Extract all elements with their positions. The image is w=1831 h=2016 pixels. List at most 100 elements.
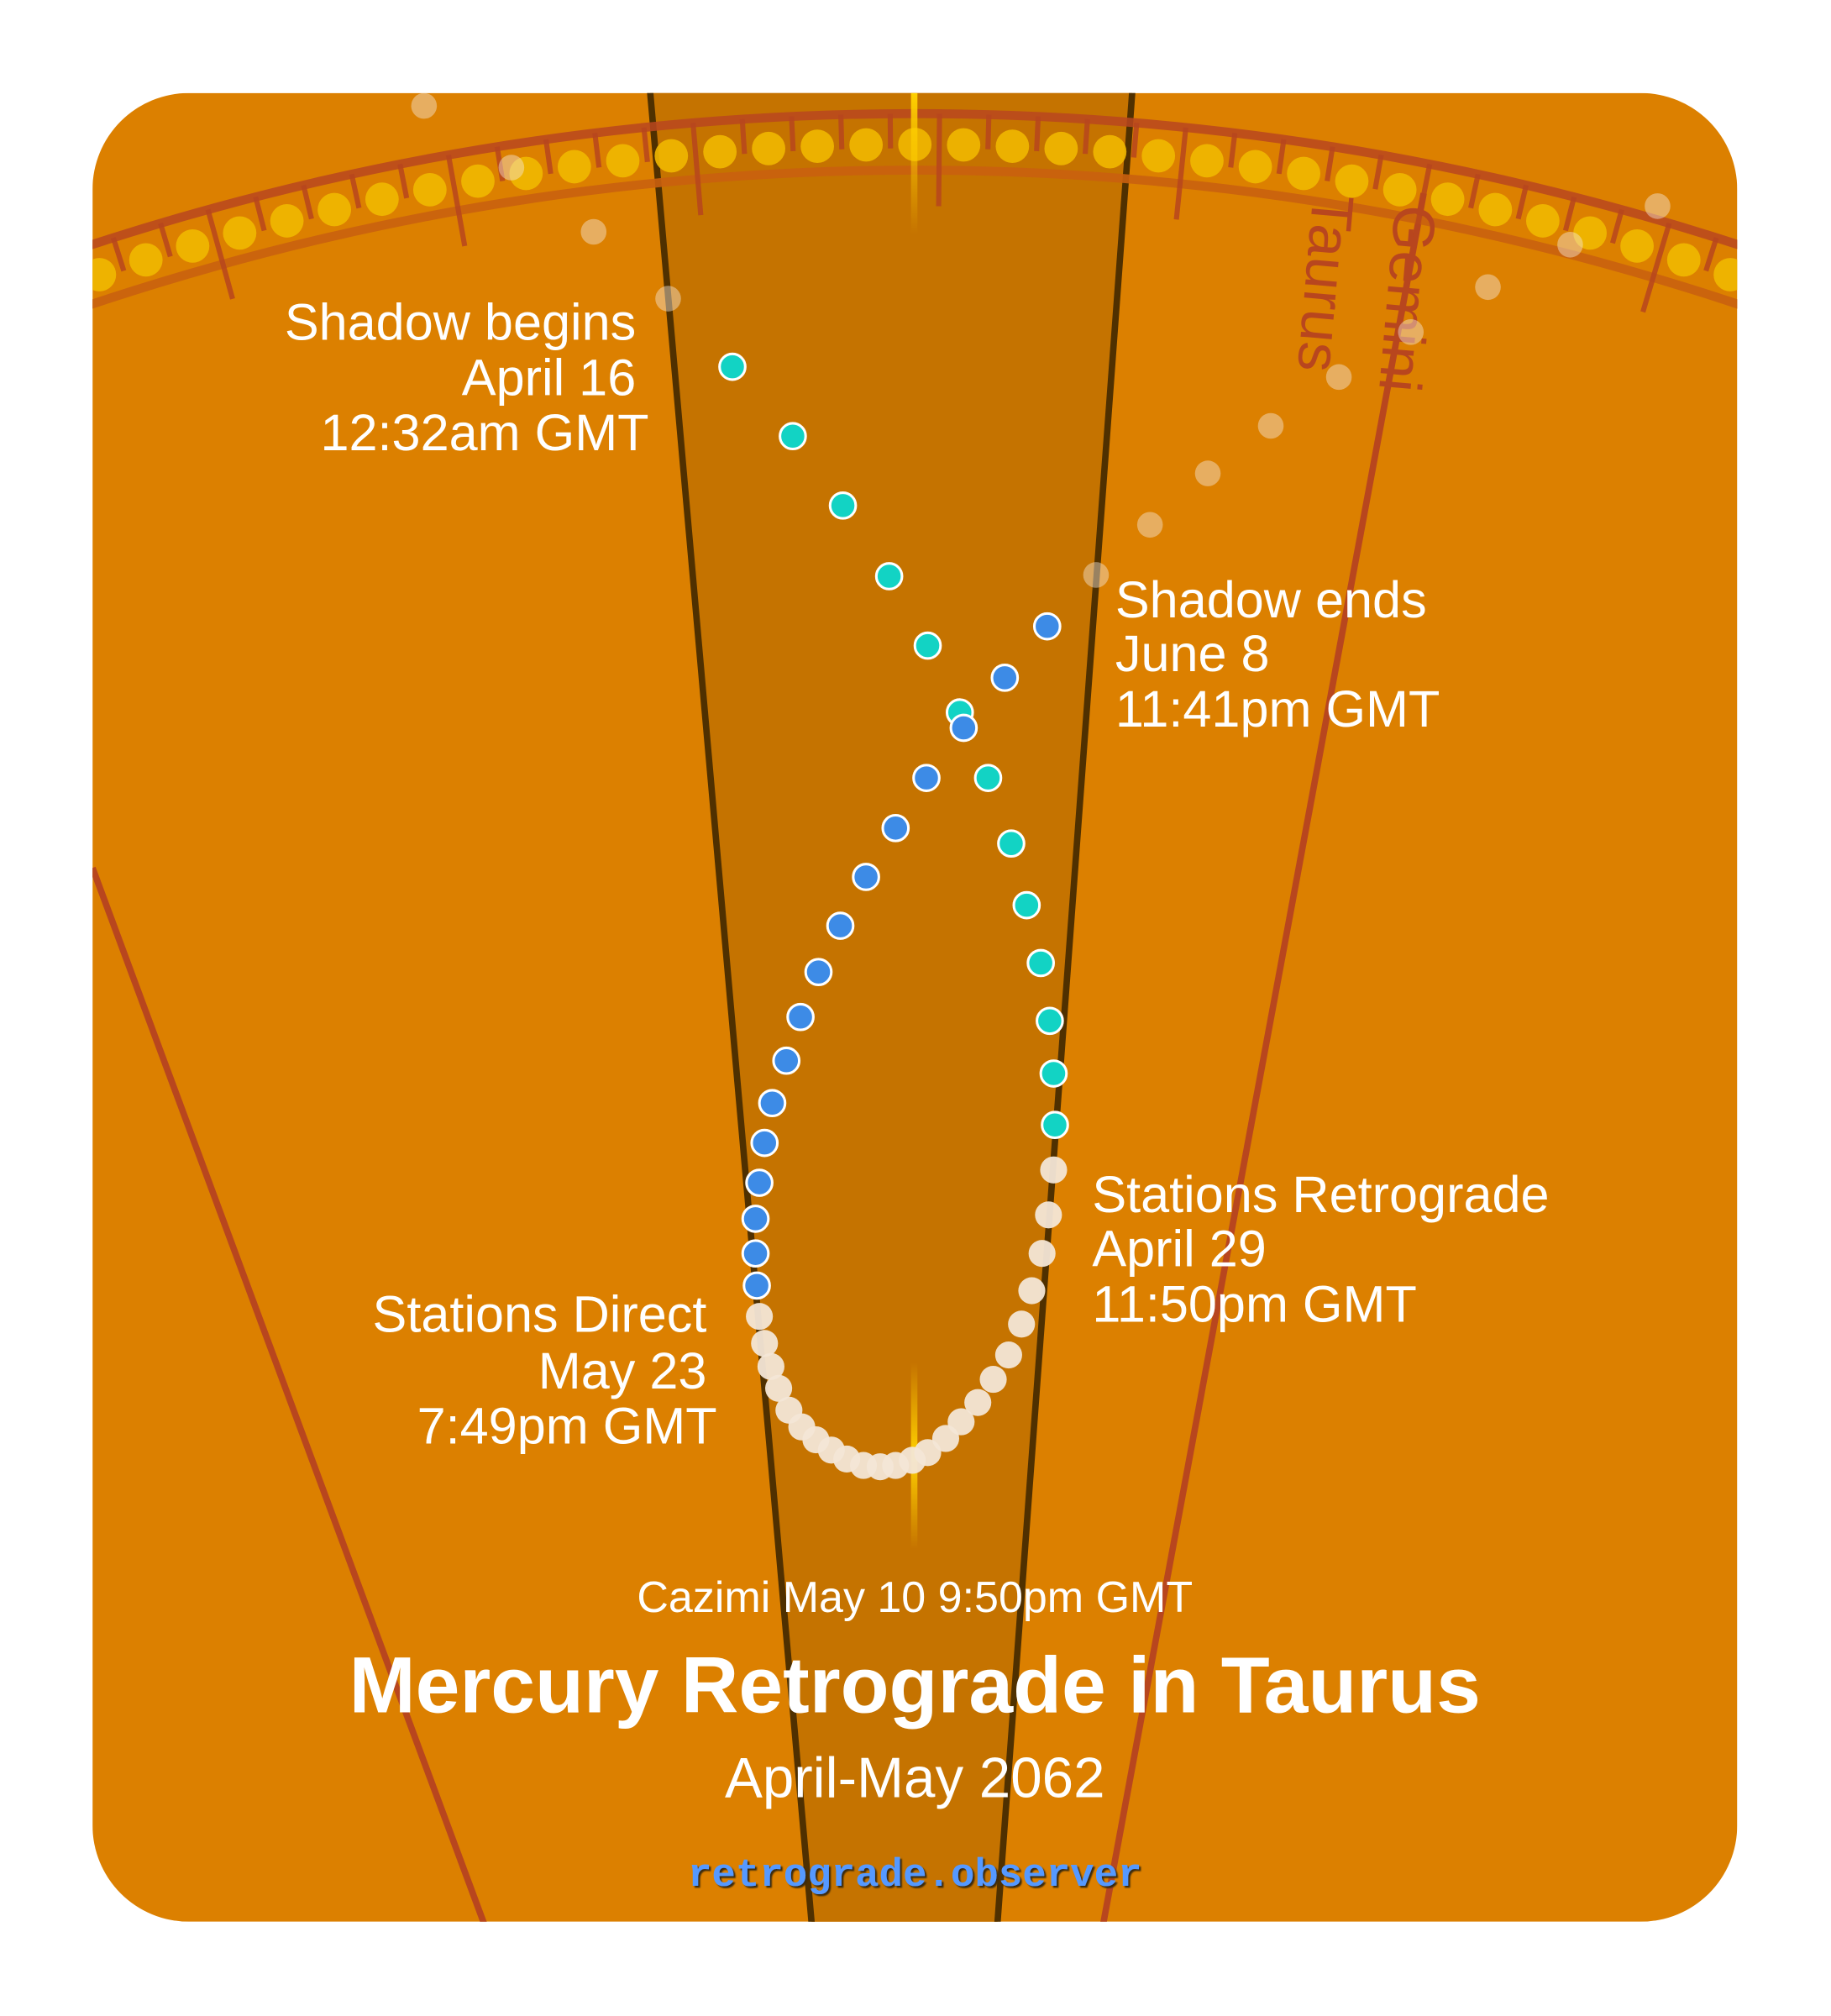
post-shadow-dot <box>742 1271 771 1300</box>
pre-shadow-dot <box>718 352 747 381</box>
shadow-boundary-right <box>994 92 1137 1922</box>
sun-position-dot <box>1713 258 1738 291</box>
sun-position-dot <box>800 129 834 164</box>
ecliptic-tick <box>543 139 553 175</box>
ecliptic-tick <box>1515 184 1529 220</box>
ecliptic-tick <box>1409 163 1433 256</box>
faded-position-dot <box>1398 319 1424 345</box>
ecliptic-tick <box>1325 146 1335 181</box>
sun-position-dot <box>176 228 210 263</box>
sun-position-dot <box>1430 182 1465 217</box>
sun-position-dot <box>129 243 163 277</box>
faded-position-dot <box>1325 364 1352 391</box>
event-date: June 8 <box>1115 625 1270 682</box>
ecliptic-tick <box>1798 270 1810 302</box>
pre-shadow-dot <box>828 491 858 520</box>
event-time: 12:32am GMT <box>320 404 648 461</box>
page-title: Mercury Retrograde in Taurus <box>349 1641 1481 1730</box>
pre-shadow-dot <box>973 764 1003 792</box>
ecliptic-tick <box>985 114 992 150</box>
sun-position-dot <box>1382 173 1417 207</box>
retrograde-dot <box>979 1366 1007 1394</box>
ecliptic-tick <box>789 116 796 152</box>
ecliptic-tick <box>445 154 468 247</box>
subtitle: April-May 2062 <box>725 1746 1105 1809</box>
sun-position-dot <box>947 128 981 162</box>
shadow-zone <box>648 92 1134 1922</box>
post-shadow-dot <box>804 958 833 986</box>
sun-position-dot <box>223 216 257 250</box>
post-shadow-dot <box>758 1089 787 1118</box>
sun-position-dot <box>36 274 70 307</box>
sun-position-dot <box>412 173 447 207</box>
sun-position-dot <box>1478 192 1513 227</box>
mercury-path <box>718 352 1069 1481</box>
ecliptic-tick <box>1276 139 1287 175</box>
sun-position-dot <box>1093 134 1127 169</box>
post-shadow-dot <box>826 911 855 940</box>
ecliptic-tick <box>1703 237 1719 272</box>
faded-position-dot <box>1083 562 1110 588</box>
ecliptic-tick <box>1468 173 1481 209</box>
sun-position-dot <box>92 258 117 291</box>
pre-shadow-dot <box>1039 1059 1068 1088</box>
label-shadow-ends: Shadow ends June 8 11:41pm GMT <box>1115 571 1440 738</box>
retrograde-dot <box>746 1303 774 1331</box>
pre-shadow-dot <box>1041 1110 1069 1140</box>
ecliptic-tick <box>1752 253 1763 286</box>
ecliptic-tick <box>349 173 362 209</box>
post-shadow-dot <box>750 1128 779 1158</box>
pre-shadow-dot <box>874 562 904 591</box>
sun-path <box>411 92 1671 588</box>
ecliptic-tick <box>1609 208 1624 244</box>
retrograde-dot <box>1018 1277 1046 1305</box>
sun-position-dot <box>1141 139 1176 173</box>
pre-shadow-dot <box>1036 1006 1064 1036</box>
ecliptic-tick <box>838 114 845 150</box>
event-date: May 23 <box>538 1342 707 1399</box>
ecliptic-tick <box>66 253 77 286</box>
label-stations-direct: Stations Direct May 23 7:49pm GMT <box>373 1286 717 1455</box>
event-time: 11:41pm GMT <box>1115 680 1440 738</box>
ecliptic-tick <box>592 132 602 168</box>
sign-boundary-left <box>92 866 489 1922</box>
faded-position-dot <box>1557 231 1583 258</box>
sun-position-dot <box>557 150 591 184</box>
faded-position-dot <box>411 92 438 119</box>
event-name: Shadow begins <box>285 293 636 350</box>
pre-shadow-dot <box>913 631 942 660</box>
sun-position-dot <box>1666 243 1701 277</box>
ecliptic-tick <box>397 163 410 199</box>
sun-position-dot <box>703 134 737 169</box>
cazimi-label: Cazimi May 10 9:50pm GMT <box>637 1573 1193 1622</box>
sun-position-dot <box>1760 274 1793 307</box>
site-link[interactable]: retrograde.observer <box>688 1854 1142 1898</box>
sun-position-dot <box>1525 204 1560 238</box>
post-shadow-dot <box>741 1239 770 1268</box>
faded-position-dot <box>1645 193 1671 219</box>
retrograde-dot <box>757 1352 784 1380</box>
retrograde-dot <box>751 1330 779 1357</box>
sign-boundary-right <box>1099 192 1427 1922</box>
retrograde-dot <box>994 1341 1022 1369</box>
ecliptic-tick <box>110 237 127 272</box>
faded-position-dot <box>655 286 681 312</box>
post-shadow-dot <box>881 813 910 843</box>
event-name: Shadow ends <box>1115 571 1427 628</box>
post-shadow-dot <box>912 764 941 792</box>
post-shadow-dot <box>1032 612 1062 641</box>
ecliptic-tick <box>1034 116 1041 152</box>
faded-position-dot <box>1475 274 1501 301</box>
ecliptic-tick <box>1131 123 1140 158</box>
post-shadow-dot <box>745 1168 774 1197</box>
pre-shadow-dot <box>1026 948 1055 978</box>
ecliptic-tick <box>1173 127 1188 220</box>
sun-position-dot <box>1190 144 1224 178</box>
ecliptic-tick <box>158 222 173 258</box>
ecliptic-tick <box>936 113 942 207</box>
sign-label-gemini: Gemini <box>1367 202 1449 395</box>
sun-position-dot <box>1287 156 1321 191</box>
event-date: April 29 <box>1092 1220 1266 1277</box>
retrograde-dot <box>1008 1310 1036 1338</box>
ecliptic-tick <box>1083 118 1090 155</box>
